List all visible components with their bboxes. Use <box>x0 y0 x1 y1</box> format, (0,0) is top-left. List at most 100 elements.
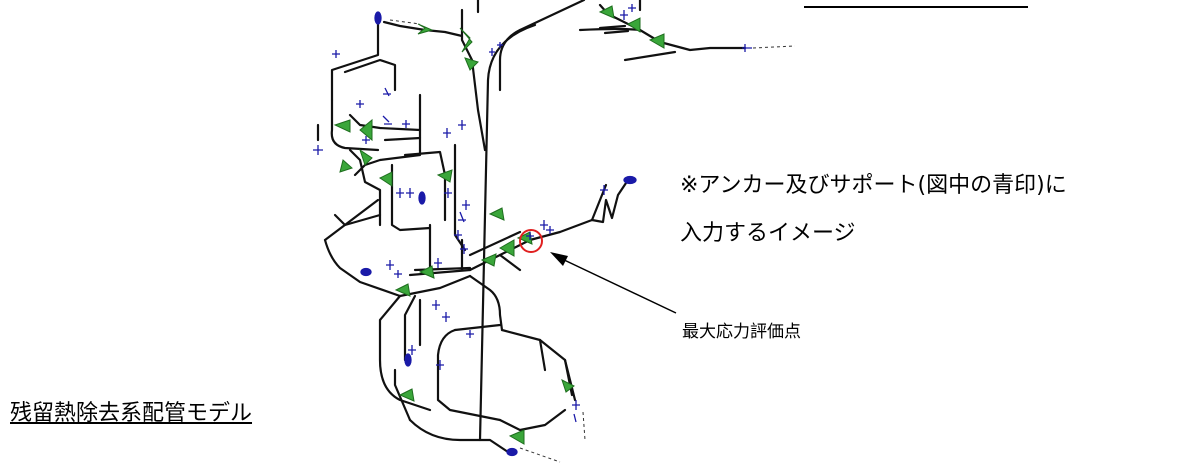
support-icon <box>458 120 466 130</box>
max-stress-point-marker <box>519 229 543 253</box>
pipe-segment <box>478 23 537 442</box>
support-icon <box>402 120 410 128</box>
pipe-segment <box>500 328 574 397</box>
anchor-icon <box>404 353 412 367</box>
pipe-segment <box>423 28 464 38</box>
anchor-icon <box>360 267 372 277</box>
dashed-line <box>389 19 421 25</box>
valve-icon <box>398 388 415 402</box>
pipe-segment <box>598 24 627 30</box>
pipe-segment <box>468 230 522 257</box>
support-icon <box>396 188 404 198</box>
support-icon <box>460 244 468 254</box>
support-icon <box>434 258 442 268</box>
dashed-continuations <box>389 19 796 463</box>
pipe-segment <box>323 238 402 298</box>
pipe-segment <box>518 0 586 32</box>
valve-icon <box>508 429 525 445</box>
pipe-segment <box>603 29 630 35</box>
valve-icon <box>418 265 435 279</box>
support-icon <box>462 200 470 210</box>
support-icon <box>444 188 452 198</box>
pipe-segment <box>408 268 472 277</box>
support-icon <box>356 100 364 108</box>
anchor-icon <box>374 11 382 25</box>
support-icon <box>458 211 466 223</box>
support-icon <box>362 136 370 144</box>
header-underline-decoration <box>804 6 1028 8</box>
support-icon <box>466 330 474 338</box>
valve-icon <box>498 239 515 257</box>
support-icon <box>386 260 394 270</box>
anchor-icon <box>623 175 637 185</box>
support-icon <box>442 312 450 322</box>
support-icon <box>406 188 414 198</box>
pipe-segment <box>398 274 472 298</box>
note-line-1: ※アンカー及びサポート(図中の青印)に <box>680 173 1067 198</box>
eval-point-label: 最大応力評価点 <box>682 322 801 342</box>
valve-icon <box>359 148 373 166</box>
support-group <box>313 4 752 457</box>
pipe-segment <box>330 18 380 102</box>
pipe-segment <box>382 20 427 32</box>
valve-icon <box>333 119 351 133</box>
support-icon <box>313 145 323 155</box>
valve-icon <box>627 17 641 33</box>
valve-icon <box>561 379 575 393</box>
pipe-segment <box>590 178 630 224</box>
support-input-note: ※アンカー及びサポート(図中の青印)に 入力するイメージ <box>680 162 1067 258</box>
support-icon <box>383 87 391 97</box>
pipe-segment <box>393 368 412 422</box>
support-icon <box>408 345 416 355</box>
valve-icon <box>394 283 411 297</box>
note-line-2: 入力するイメージ <box>680 221 856 246</box>
pipe-segment <box>453 143 467 252</box>
valve-icon <box>464 57 479 71</box>
valve-icon <box>516 231 533 245</box>
pipe-segment <box>498 28 522 92</box>
valve-icon <box>417 23 434 35</box>
valve-group <box>333 5 665 445</box>
valve-icon <box>379 171 393 187</box>
pipe-segment <box>563 358 577 402</box>
support-icon <box>382 115 392 125</box>
arrowhead-icon <box>550 252 568 266</box>
support-icon <box>497 42 503 48</box>
pipe-segment <box>378 294 432 412</box>
pipe-segment <box>578 27 747 52</box>
pipe-segment <box>498 408 567 432</box>
pipe-segment <box>468 274 504 332</box>
dashed-line <box>519 447 561 463</box>
pipe-segment <box>538 338 547 372</box>
support-icon <box>526 232 534 240</box>
eval-point-arrow <box>550 252 677 314</box>
valve-icon <box>598 5 615 19</box>
anchor-icon <box>742 44 752 52</box>
pipe-segment <box>343 58 397 92</box>
valve-icon <box>339 159 353 173</box>
support-icon <box>454 230 462 240</box>
support-icon <box>628 4 636 12</box>
support-icon <box>620 10 628 20</box>
pipe-segment <box>623 50 677 62</box>
pipe-segment <box>403 294 417 362</box>
valve-icon <box>488 207 505 221</box>
dashed-line <box>752 45 796 49</box>
support-icon <box>432 300 440 310</box>
dashed-line <box>582 411 586 441</box>
valve-icon <box>359 118 373 142</box>
support-icon <box>489 48 495 56</box>
support-icon <box>573 413 577 423</box>
pipe-segment <box>460 8 487 152</box>
support-icon <box>546 226 554 234</box>
pipe-segment <box>330 98 380 152</box>
support-icon <box>332 50 340 58</box>
anchor-icon <box>506 447 518 457</box>
pipe-segment <box>383 136 422 142</box>
anchor-icon <box>418 191 426 205</box>
valve-icon <box>480 253 497 267</box>
pipe-segment <box>403 150 447 222</box>
pipe-segment <box>498 253 522 272</box>
valve-icon <box>459 27 473 53</box>
support-icon <box>600 185 608 195</box>
